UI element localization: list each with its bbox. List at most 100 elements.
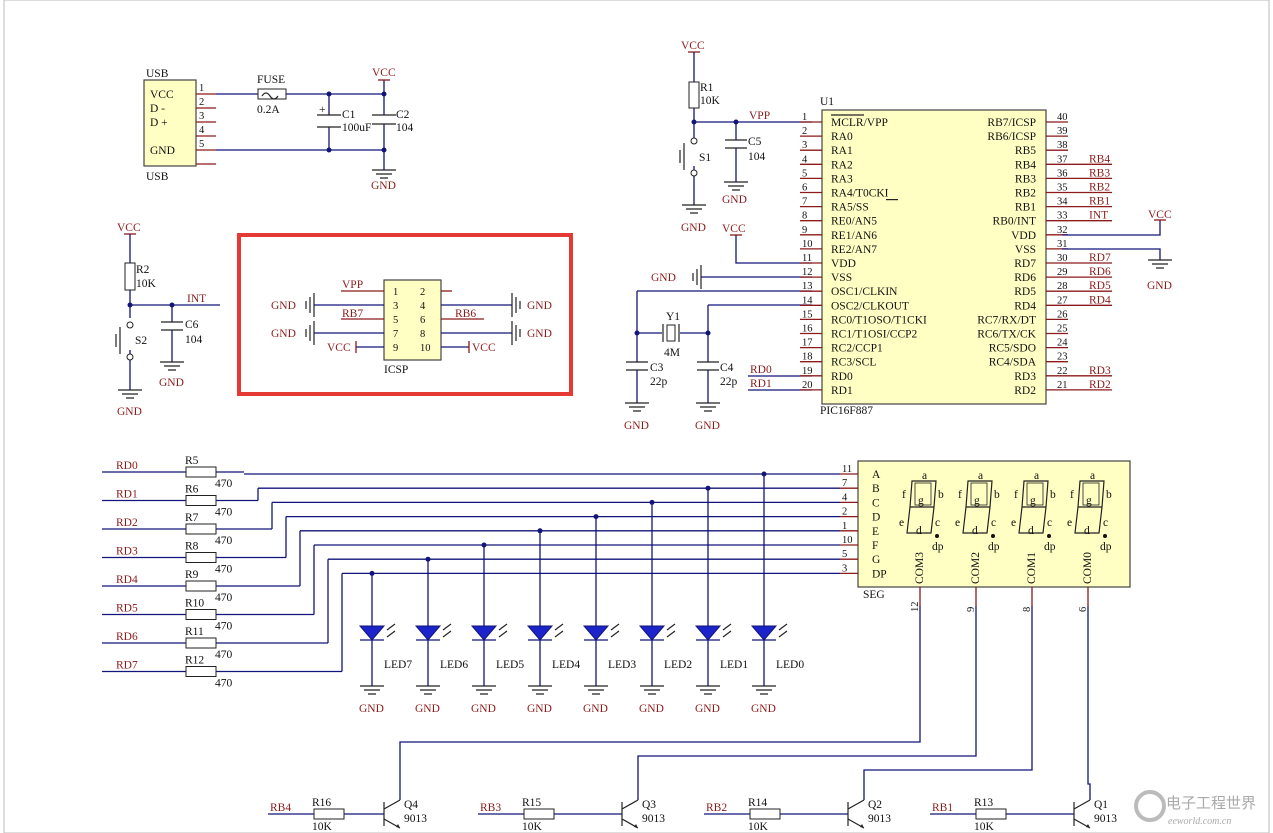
u1-pin-label: RD1 bbox=[831, 385, 853, 397]
com-pin-number: 8 bbox=[1022, 607, 1033, 612]
svg-text:VCC: VCC bbox=[1148, 209, 1172, 221]
u1-pin-label: RB7/ICSP bbox=[987, 117, 1036, 129]
svg-text:c: c bbox=[935, 517, 940, 529]
u1-pin-number: 1 bbox=[802, 112, 807, 123]
svg-text:VCC: VCC bbox=[722, 223, 746, 235]
icsp-pin-number: 10 bbox=[420, 343, 431, 354]
svg-text:e: e bbox=[955, 517, 960, 529]
u1-pin-number: 7 bbox=[802, 197, 807, 208]
led-label: LED4 bbox=[552, 659, 580, 671]
gnd-symbol bbox=[696, 685, 720, 695]
resistor-net-label: RD5 bbox=[116, 603, 138, 615]
svg-text:GND: GND bbox=[271, 328, 296, 340]
svg-text:VPP: VPP bbox=[342, 279, 363, 291]
gnd-label: GND bbox=[527, 703, 552, 715]
usb-pin-label: GND bbox=[150, 145, 175, 157]
svg-text:c: c bbox=[1047, 517, 1052, 529]
u1-net-label: INT bbox=[1089, 210, 1108, 222]
svg-text:C5: C5 bbox=[748, 136, 762, 148]
resistor bbox=[185, 552, 217, 563]
svg-text:GND: GND bbox=[1147, 280, 1172, 292]
vcc-symbol: VCC bbox=[1148, 209, 1172, 221]
driver-net-label: RB3 bbox=[480, 802, 501, 814]
svg-text:a: a bbox=[1090, 470, 1095, 482]
svg-text:g: g bbox=[918, 495, 924, 507]
led-label: LED5 bbox=[496, 659, 524, 671]
svg-text:b: b bbox=[1050, 489, 1056, 501]
transistor-ref: Q2 bbox=[868, 799, 882, 811]
u1-pin-number: 28 bbox=[1057, 281, 1068, 292]
u1-pin-number: 40 bbox=[1057, 112, 1068, 123]
icsp-pin-number: 2 bbox=[420, 287, 425, 298]
u1-pin-label: RA3 bbox=[831, 173, 853, 185]
svg-text:g: g bbox=[1086, 495, 1092, 507]
seg-pin-label: DP bbox=[872, 568, 887, 580]
u1-pin-label: RD0 bbox=[831, 371, 853, 383]
c6-capacitor: C6 104 bbox=[161, 305, 203, 362]
resistor bbox=[185, 609, 217, 620]
u1-pin-label: RC5/SDO bbox=[989, 343, 1036, 355]
transistor-value: 9013 bbox=[868, 813, 891, 825]
u1-pin-number: 29 bbox=[1057, 267, 1068, 278]
u1-pin-number: 6 bbox=[802, 183, 807, 194]
led-label: LED6 bbox=[440, 659, 468, 671]
u1-pin-number: 15 bbox=[802, 309, 813, 320]
svg-text:dp: dp bbox=[1044, 541, 1056, 553]
svg-text:e: e bbox=[899, 517, 904, 529]
gnd-label: GND bbox=[751, 703, 776, 715]
icsp-highlight-box bbox=[237, 233, 573, 396]
u1-pin-label: RC1/T1OSI/CCP2 bbox=[831, 329, 918, 341]
resistor-ref: R8 bbox=[185, 541, 199, 553]
led-symbol bbox=[638, 625, 666, 641]
gnd-symbol: GND bbox=[722, 181, 748, 206]
resistor-value: 470 bbox=[215, 478, 233, 490]
resistor-net-label: RD1 bbox=[116, 489, 138, 501]
resistor-ref: R5 bbox=[185, 455, 199, 467]
com-pin-number: 6 bbox=[1078, 607, 1089, 612]
resistor bbox=[185, 580, 217, 592]
svg-text:RD1: RD1 bbox=[750, 378, 772, 390]
u1-pin-label: RB2 bbox=[1015, 188, 1036, 200]
u1-pin-number: 19 bbox=[802, 366, 813, 377]
driver-resistor bbox=[975, 808, 1007, 820]
com-label: COM2 bbox=[970, 552, 982, 584]
com-pin-number: 12 bbox=[910, 602, 921, 613]
u1-pin-label: RC7/RX/DT bbox=[977, 314, 1036, 326]
icsp-pin-number: 3 bbox=[393, 301, 398, 312]
svg-text:b: b bbox=[994, 489, 1000, 501]
gnd-label: GND bbox=[471, 703, 496, 715]
svg-text:b: b bbox=[1106, 489, 1112, 501]
u1-pin-number: 37 bbox=[1057, 154, 1068, 165]
u1-pin-label: RC2/CCP1 bbox=[831, 343, 883, 355]
svg-text:INT: INT bbox=[187, 293, 206, 305]
svg-text:10K: 10K bbox=[700, 95, 721, 107]
svg-text:a: a bbox=[978, 470, 983, 482]
svg-text:GND: GND bbox=[722, 194, 747, 206]
gnd-symbol bbox=[360, 685, 384, 695]
svg-text:GND: GND bbox=[159, 377, 184, 389]
u1-pin-number: 4 bbox=[802, 154, 808, 165]
gnd-symbol: GND bbox=[681, 204, 706, 234]
svg-text:d: d bbox=[972, 525, 978, 537]
seg-display-body bbox=[857, 460, 1131, 588]
svg-text:f: f bbox=[1070, 489, 1074, 501]
led-symbol bbox=[358, 625, 386, 641]
led-label: LED0 bbox=[776, 659, 804, 671]
gnd-symbol bbox=[752, 685, 776, 695]
u1-net-label: RD7 bbox=[1089, 252, 1111, 264]
led-symbol bbox=[582, 625, 610, 641]
u1-pin-label: RD4 bbox=[1014, 300, 1036, 312]
svg-text:f: f bbox=[958, 489, 962, 501]
driver-resistor bbox=[749, 808, 781, 820]
svg-text:R1: R1 bbox=[700, 82, 714, 94]
transistor-ref: Q4 bbox=[404, 799, 418, 811]
svg-text:C4: C4 bbox=[720, 362, 734, 374]
y1-crystal: Y1 4M bbox=[662, 311, 680, 359]
led-label: LED1 bbox=[720, 659, 748, 671]
svg-text:RB6: RB6 bbox=[455, 308, 476, 320]
u1-net-label: RB4 bbox=[1089, 153, 1110, 165]
u1-pin-label: RE1/AN6 bbox=[831, 230, 877, 242]
